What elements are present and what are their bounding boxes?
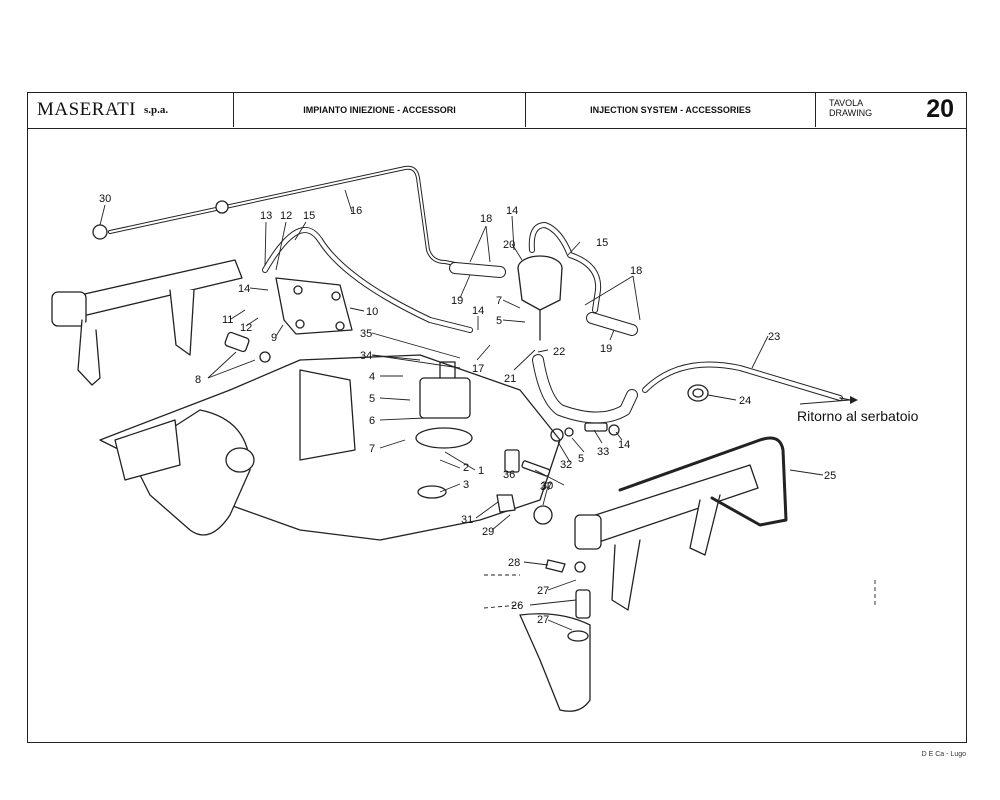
callout: 25 (824, 470, 836, 482)
callout: 1 (478, 465, 484, 477)
callout: 19 (451, 295, 463, 307)
callout: 10 (366, 306, 378, 318)
callout: 32 (560, 459, 572, 471)
brand-name: MASERATI (37, 99, 137, 120)
callout: 30 (99, 193, 111, 205)
callout: 27 (537, 585, 549, 597)
title-english: INJECTION SYSTEM - ACCESSORIES (526, 93, 816, 127)
callout: 7 (369, 443, 375, 455)
callout: 7 (496, 295, 502, 307)
drawing-label: DRAWING (829, 108, 873, 118)
callout: 21 (504, 373, 516, 385)
callout: 28 (508, 557, 520, 569)
callout: 15 (596, 237, 608, 249)
brand-cell: MASERATI s.p.a. (28, 93, 234, 127)
callout: 6 (369, 415, 375, 427)
callout: 27 (537, 614, 549, 626)
callout: 2 (463, 462, 469, 474)
callout: 4 (369, 371, 375, 383)
title-block: MASERATI s.p.a. IMPIANTO INIEZIONE - ACC… (28, 93, 966, 129)
callout: 37 (540, 481, 552, 493)
drawing-number-cell: TAVOLA DRAWING 20 (816, 93, 966, 127)
callout: 33 (597, 446, 609, 458)
callout: 34 (360, 350, 372, 362)
footer-credit: D E Ca - Lugo (921, 751, 966, 758)
tavola-label: TAVOLA (829, 98, 864, 108)
callout: 26 (511, 600, 523, 612)
callout: 23 (768, 331, 780, 343)
callout: 11 (222, 314, 233, 326)
callout: 14 (506, 205, 518, 217)
callout: 8 (195, 374, 201, 386)
callout: 20 (503, 239, 515, 251)
callout: 16 (350, 205, 362, 217)
callout: 24 (739, 395, 751, 407)
callout: 14 (238, 283, 250, 295)
part-callouts: 30 16 13 12 15 14 11 12 9 10 35 34 8 4 5… (99, 193, 836, 626)
callout: 5 (496, 315, 502, 327)
callout: 36 (503, 469, 515, 481)
callout: 15 (303, 210, 315, 222)
callout: 18 (480, 213, 492, 225)
callout: 31 (461, 514, 473, 526)
callout: 5 (369, 393, 375, 405)
callout: 13 (260, 210, 272, 222)
drawing-number: 20 (926, 95, 954, 123)
callout: 12 (280, 210, 292, 222)
callout: 12 (240, 322, 252, 334)
drawing-sheet: MASERATI s.p.a. IMPIANTO INIEZIONE - ACC… (27, 92, 967, 743)
callout: 14 (618, 439, 630, 451)
callout: 3 (463, 479, 469, 491)
callout: 19 (600, 343, 612, 355)
title-italian: IMPIANTO INIEZIONE - ACCESSORI (234, 93, 526, 127)
callout: 5 (578, 453, 584, 465)
return-to-tank-label: Ritorno al serbatoio (797, 408, 919, 424)
callout: 29 (482, 526, 494, 538)
callout: 22 (553, 346, 565, 358)
tavola-labels: TAVOLA DRAWING (829, 98, 872, 118)
callout: 14 (472, 305, 484, 317)
callout: 17 (472, 363, 484, 375)
callout: 30 (541, 480, 553, 492)
callout: 9 (271, 332, 277, 344)
callout: 35 (360, 328, 372, 340)
callout: 18 (630, 265, 642, 277)
brand-suffix: s.p.a. (144, 104, 169, 116)
